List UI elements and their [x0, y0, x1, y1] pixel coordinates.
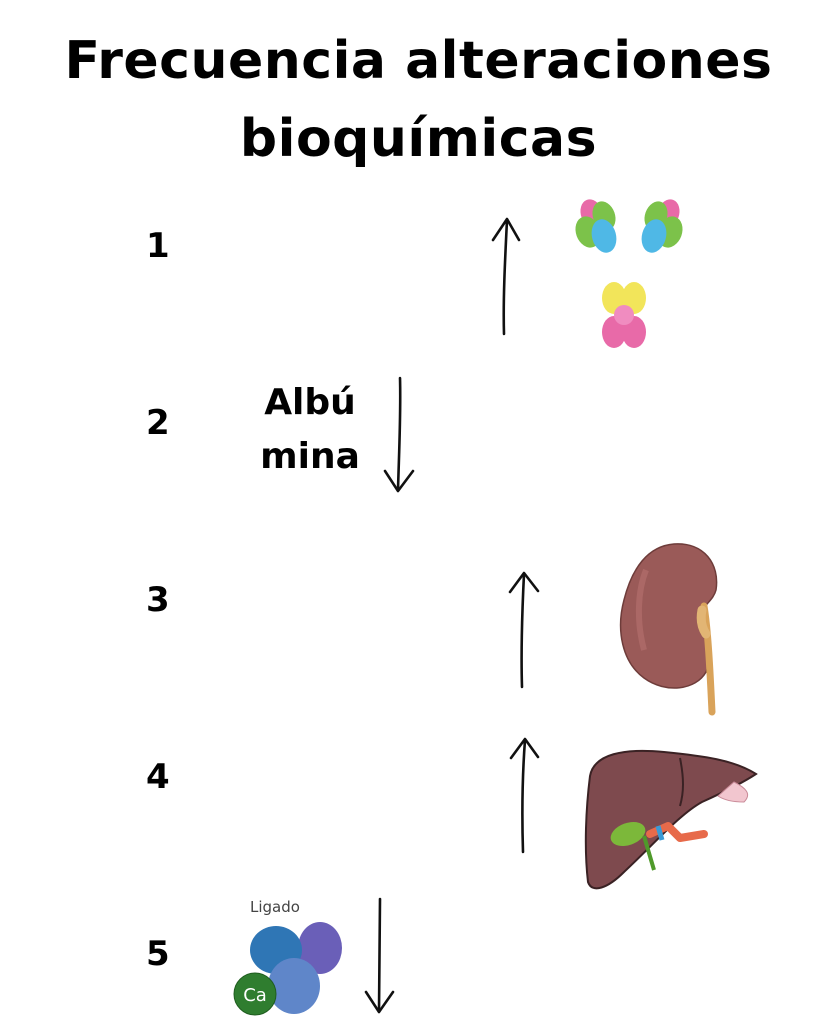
albumina-label: Albú mina — [250, 376, 370, 484]
calcium-bound-protein-icon: Ca — [233, 922, 342, 1016]
up-arrow-row-3 — [508, 571, 540, 689]
kidney-icon — [619, 543, 718, 716]
title-line-1: Frecuencia alteraciones — [64, 31, 773, 91]
albumina-label-line-2: mina — [260, 436, 360, 477]
up-arrow-row-4 — [509, 737, 540, 854]
calcium-label: Ca — [243, 985, 267, 1006]
albumina-label-line-1: Albú — [264, 382, 356, 423]
title-line-2: bioquímicas — [239, 109, 598, 169]
down-arrow-row-2 — [383, 376, 415, 493]
immunoglobulin-icon — [575, 199, 683, 348]
ligado-label: Ligado — [250, 898, 300, 916]
row-number-1: 1 — [146, 226, 170, 266]
row-number-3: 3 — [146, 580, 170, 620]
row-number-4: 4 — [146, 757, 170, 797]
up-arrow-row-1 — [491, 217, 521, 336]
liver-icon — [584, 749, 758, 890]
page-title: Frecuencia alteraciones bioquímicas — [0, 22, 837, 178]
row-number-5: 5 — [146, 934, 170, 974]
row-number-2: 2 — [146, 403, 170, 443]
down-arrow-row-5 — [364, 897, 395, 1014]
